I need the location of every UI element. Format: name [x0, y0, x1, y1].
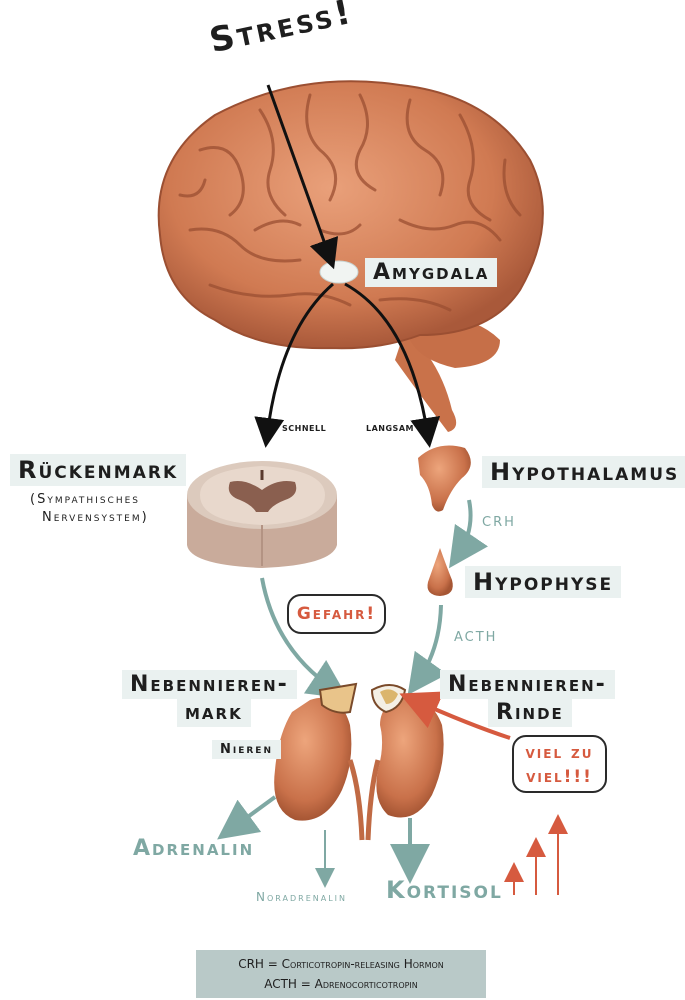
adrenal-medulla-label-1: Nebennieren-: [122, 670, 297, 699]
cerebrum: [157, 80, 544, 350]
hypothalamus-label: Hypothalamus: [482, 456, 685, 488]
sympathetic-arrow: [260, 577, 349, 699]
legend-line-2: ACTH = Adrenocorticotropin: [264, 977, 418, 991]
too-much-speech-bubble: viel zu viel!!!: [512, 735, 607, 793]
brain-folds: [178, 93, 522, 312]
adrenal-medulla-label-2: mark: [177, 698, 251, 727]
stress-arrow: [266, 84, 339, 270]
adrenal-medulla-gland: [318, 682, 358, 714]
brain-stem: [395, 330, 457, 432]
acth-label: ACTH: [454, 630, 498, 645]
feedback-arrow: [399, 691, 511, 740]
adrenal-cortex-label-1: Nebennieren-: [440, 670, 615, 699]
spinal-cord-subtitle-1: (Sympathisches: [30, 492, 140, 507]
left-kidney: [274, 697, 352, 821]
slow-path-arrow: [344, 282, 441, 448]
spinal-cord-title: Rückenmark: [10, 454, 187, 486]
slow-path-label: langsam: [366, 421, 414, 434]
amygdala-marker: [319, 260, 359, 284]
hypophyse-shape: [427, 548, 453, 596]
too-much-bubble-line-2: viel!!!: [526, 767, 593, 787]
acth-arrow: [407, 604, 448, 695]
abbreviation-legend: CRH = Corticotropin-releasing Hormon ACT…: [196, 950, 486, 998]
right-kidney: [376, 698, 444, 818]
fast-path-label: schnell: [282, 421, 327, 434]
spinal-cord-illustration: [187, 461, 337, 568]
adrenalin-arrow: [217, 795, 277, 840]
hypophyse-label: Hypophyse: [465, 566, 622, 598]
amygdala-label: Amygdala: [365, 258, 498, 287]
legend-line-1: CRH = Corticotropin-releasing Hormon: [238, 957, 444, 971]
kidneys-label: Nieren: [212, 740, 281, 759]
noradrenalin-label: Noradrenalin: [256, 890, 348, 904]
spinal-cord-subtitle-2: Nervensystem): [42, 510, 149, 525]
danger-bubble-text: Gefahr!: [296, 604, 377, 624]
adrenal-cortex-label-2: Rinde: [488, 698, 572, 727]
hypothalamus-shape: [418, 445, 471, 512]
fast-path-arrow: [254, 282, 334, 448]
adrenalin-label: Adrenalin: [133, 836, 255, 861]
kortisol-label: Kortisol: [386, 876, 503, 904]
danger-speech-bubble: Gefahr!: [287, 594, 386, 634]
too-much-bubble-line-1: viel zu: [525, 743, 594, 763]
crh-arrow: [449, 499, 489, 569]
kidneys-illustration: [274, 682, 444, 841]
brain-illustration: [157, 80, 544, 432]
crh-label: CRH: [482, 515, 516, 530]
